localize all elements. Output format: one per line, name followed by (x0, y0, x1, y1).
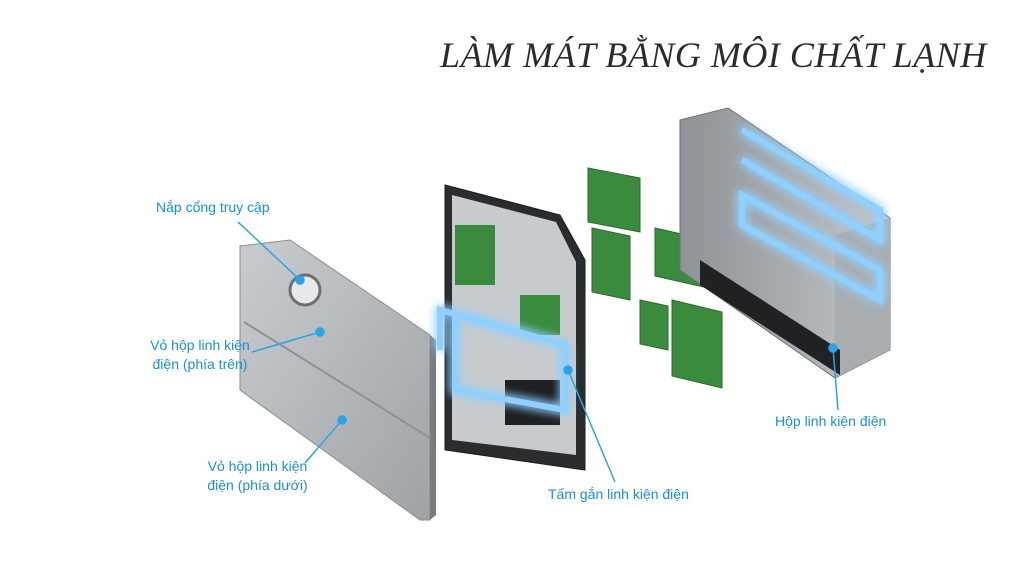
leader-access-cover (237, 221, 301, 281)
label-mounting-plate: Tấm gắn linh kiện điện (548, 486, 689, 502)
leader-mounting-plate (567, 369, 616, 483)
leader-upper-case (251, 331, 321, 353)
leader-lower-case (304, 419, 343, 464)
access-port-cover (288, 273, 322, 307)
label-lower-case: Vỏ hộp linh kiện điện (phía dưới) (207, 458, 308, 493)
label-access-cover: Nắp cổng truy cập (156, 199, 270, 215)
component-box (679, 107, 891, 379)
page-title: LÀM MÁT BẰNG MÔI CHẤT LẠNH (440, 35, 987, 75)
label-upper-case: Vỏ hộp linh kiện điện (phía trên) (150, 337, 250, 372)
label-component-box: Hộp linh kiện điện (775, 413, 887, 429)
leader-component-box (832, 347, 839, 411)
leader-lines (237, 221, 839, 483)
mounting-plate (437, 184, 586, 471)
